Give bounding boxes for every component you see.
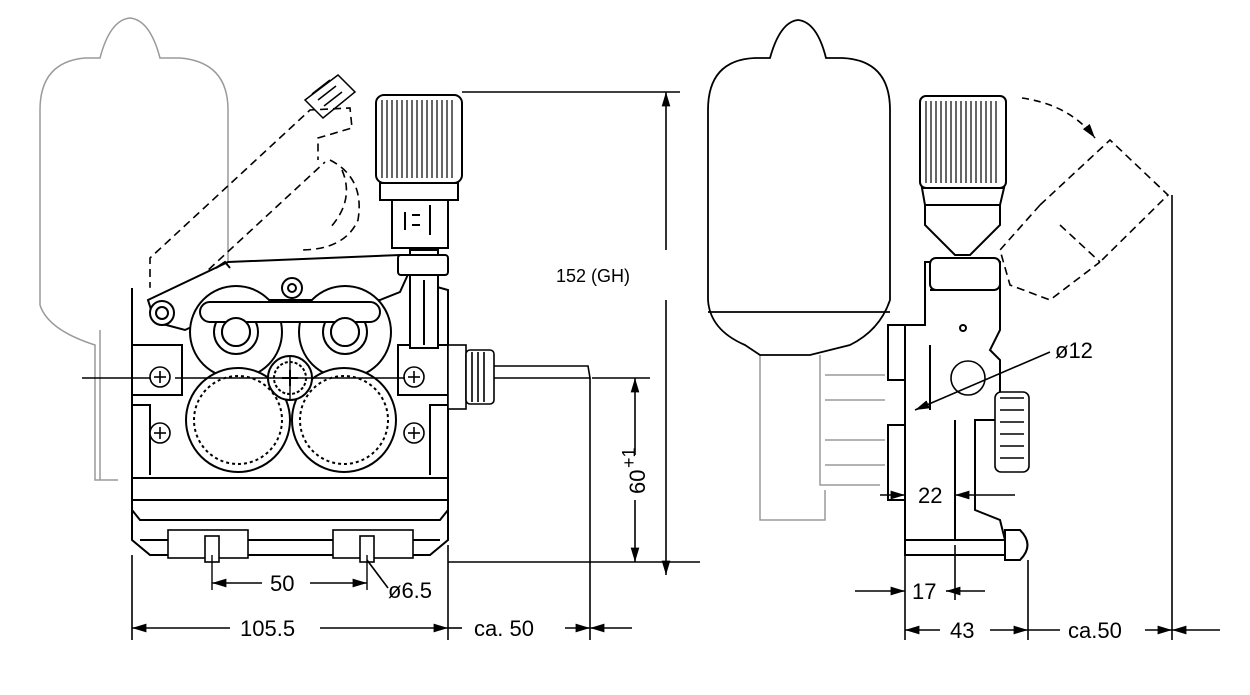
side-motor-body-faint bbox=[759, 355, 885, 521]
mounting-feet bbox=[167, 529, 414, 563]
side-knob bbox=[919, 95, 1007, 256]
lower-roller-left bbox=[185, 367, 291, 473]
dim-center-height-value: 60 bbox=[625, 470, 650, 494]
side-gear bbox=[994, 391, 1030, 473]
dim-hole-diameter: ø6.5 bbox=[388, 578, 432, 603]
dim-center-height-tolerance: +1 bbox=[619, 447, 639, 468]
screw-bottom-left bbox=[149, 422, 171, 444]
dim-swing: ca.50 bbox=[1068, 618, 1122, 643]
side-body bbox=[887, 257, 1029, 561]
front-centerlines bbox=[82, 355, 405, 590]
side-dimensions bbox=[855, 195, 1220, 640]
mounting-screws bbox=[149, 366, 425, 444]
tension-bolt bbox=[397, 249, 449, 349]
lower-roller-right bbox=[291, 367, 397, 473]
screw-top-right bbox=[403, 366, 425, 388]
dim-width: 105.5 bbox=[240, 616, 295, 641]
bore-12 bbox=[950, 360, 986, 396]
dim-43: 43 bbox=[950, 618, 974, 643]
dim-17: 17 bbox=[912, 579, 936, 604]
dim-height-152: 152 (GH) bbox=[556, 266, 630, 286]
front-motor-outline bbox=[39, 17, 229, 481]
front-dimensions bbox=[131, 91, 700, 640]
arm-nozzle-ribbed bbox=[303, 74, 357, 120]
screw-top-left bbox=[149, 366, 171, 388]
dim-center-height: 60 +1 bbox=[619, 447, 650, 494]
dim-hole-spacing: 50 bbox=[270, 571, 294, 596]
swing-arrow bbox=[1021, 97, 1096, 139]
dim-bore: ø12 bbox=[1055, 338, 1093, 363]
tension-knob bbox=[375, 94, 463, 249]
side-arm-open-dashed bbox=[999, 138, 1170, 301]
wire-outlet bbox=[447, 344, 591, 410]
dim-22: 22 bbox=[918, 483, 942, 508]
dim-wire-out: ca. 50 bbox=[474, 616, 534, 641]
screw-bottom-right bbox=[403, 422, 425, 444]
front-view bbox=[39, 17, 591, 563]
roller-bridge bbox=[199, 301, 381, 323]
side-view bbox=[707, 19, 1170, 561]
side-motor-cylinder bbox=[707, 19, 891, 356]
